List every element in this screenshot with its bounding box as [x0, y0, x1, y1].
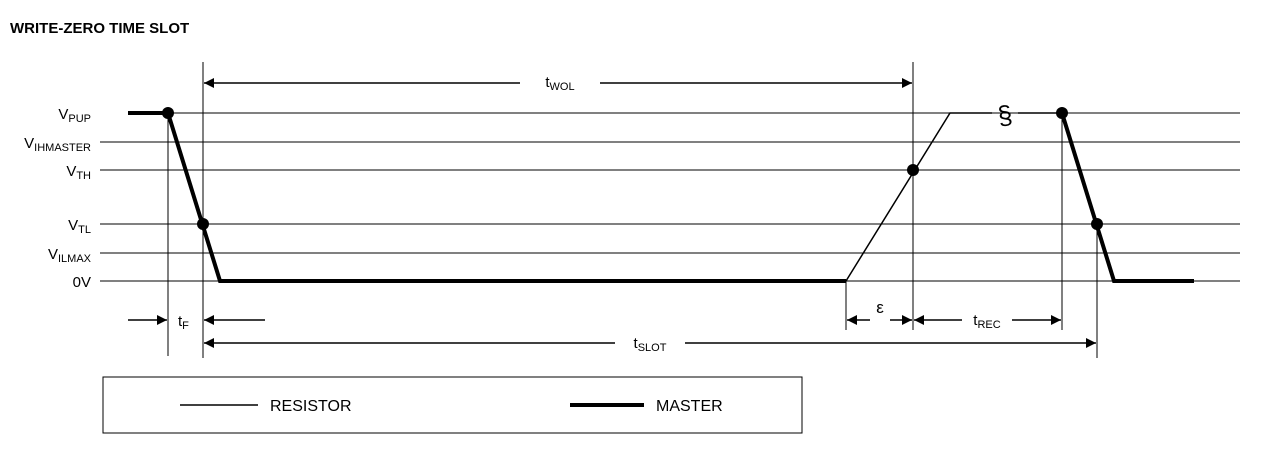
- resistor-rise: [845, 112, 992, 282]
- label-zero: 0V: [73, 274, 91, 291]
- twol-label: tWOL: [545, 74, 574, 93]
- trec-label: tREC: [973, 312, 1000, 331]
- label-vpup: VPUP: [58, 106, 91, 125]
- epsilon-label: ε: [876, 298, 884, 317]
- dot-second-vtl: [1091, 218, 1103, 230]
- waveform-dots: [162, 107, 1103, 230]
- tslot-label: tSLOT: [634, 335, 667, 354]
- dot-vth-crossing: [907, 164, 919, 176]
- master-low-pulse: [128, 111, 846, 283]
- label-vilmax: VILMAX: [48, 246, 92, 265]
- break-mark: §: [996, 99, 1015, 131]
- label-vth: VTH: [66, 163, 91, 182]
- legend-resistor-label: RESISTOR: [270, 398, 352, 415]
- diagram-title: WRITE-ZERO TIME SLOT: [10, 20, 189, 37]
- label-vtl: VTL: [68, 217, 91, 236]
- dot-vtl-crossing: [197, 218, 209, 230]
- master-waveform: [128, 111, 1194, 283]
- label-vihmaster: VIHMASTER: [24, 135, 91, 154]
- master-second-fall: [1060, 112, 1194, 283]
- dot-fall-start: [162, 107, 174, 119]
- tf-label: tF: [178, 313, 189, 332]
- resistor-waveform: [845, 112, 1062, 282]
- legend-master-label: MASTER: [656, 398, 723, 415]
- dot-rec-end: [1056, 107, 1068, 119]
- vertical-markers: [167, 62, 1098, 358]
- legend-box: [102, 376, 803, 434]
- legend: RESISTOR MASTER: [102, 376, 803, 434]
